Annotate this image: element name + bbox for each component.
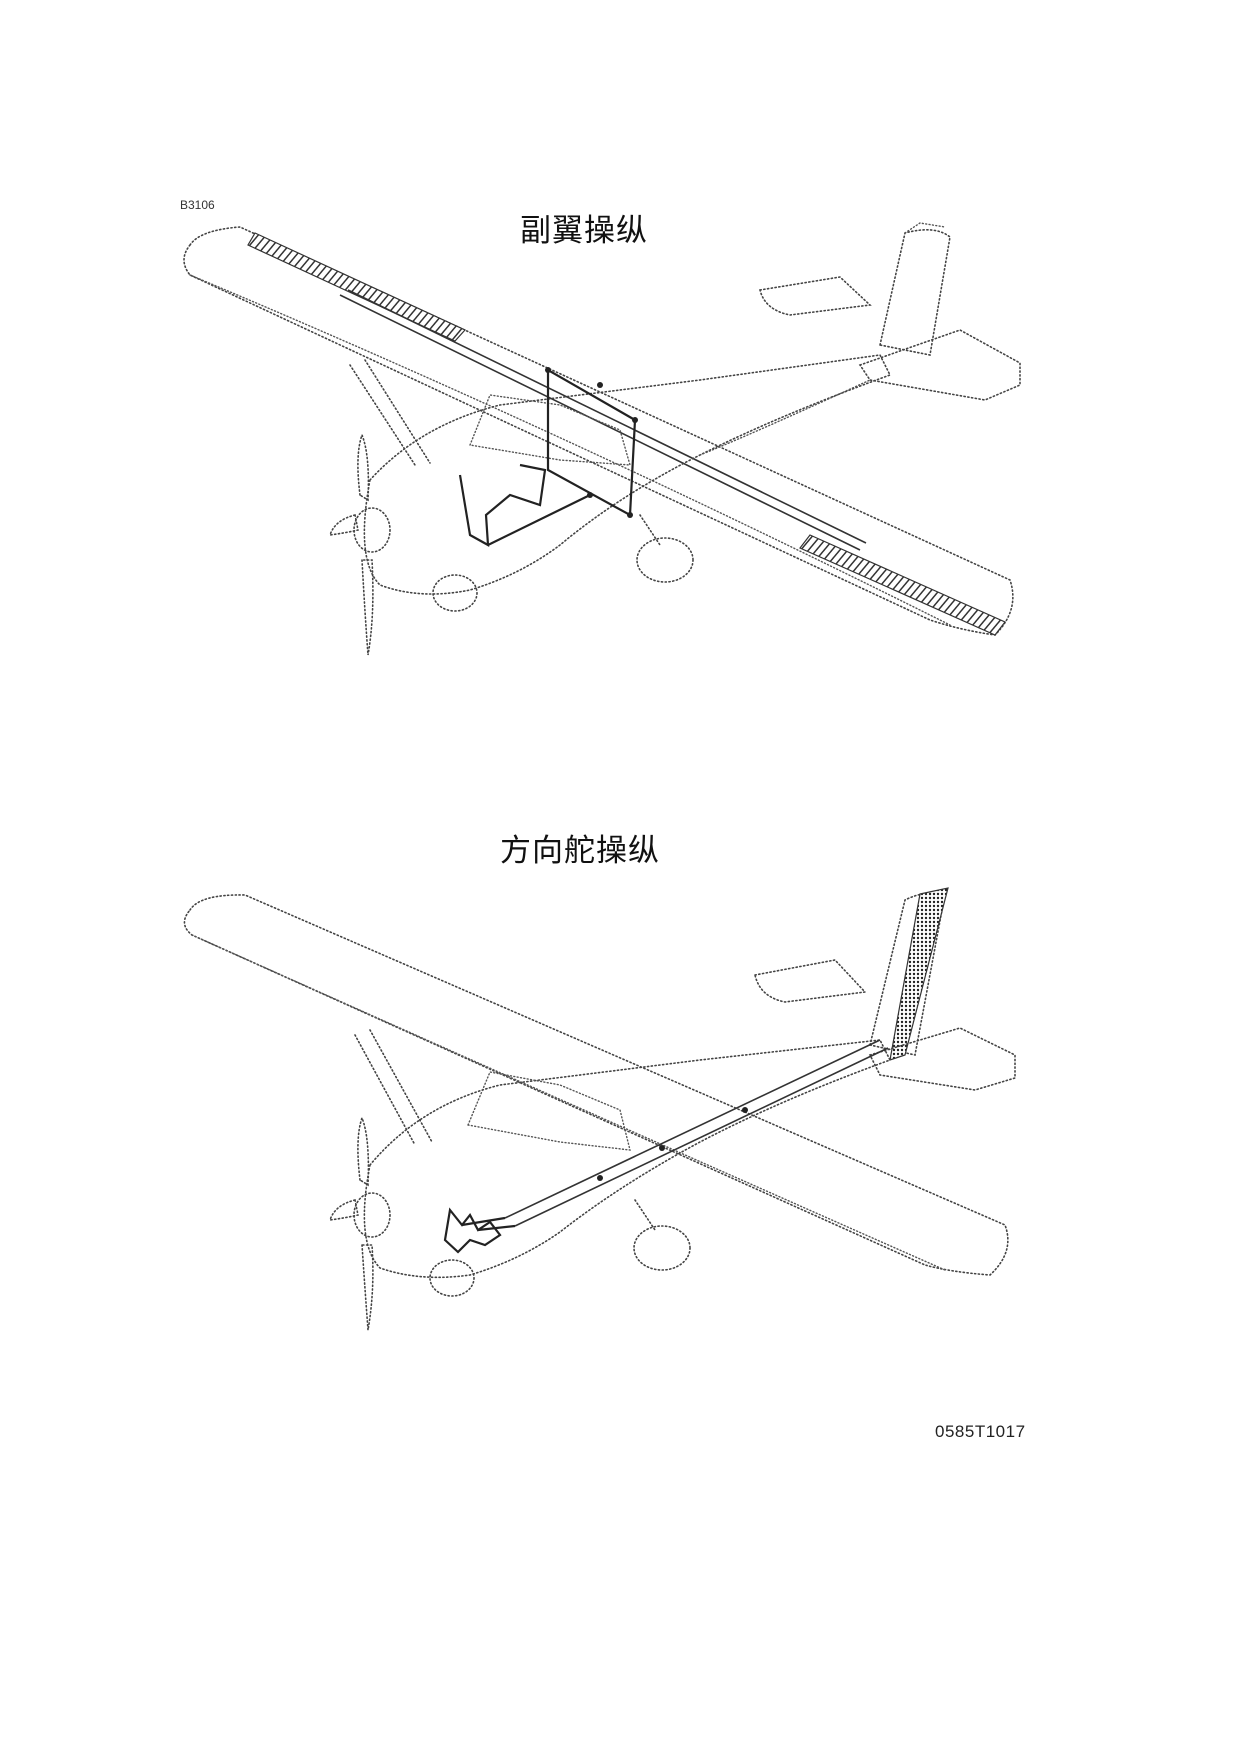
rudder-top — [904, 222, 946, 234]
horizontal-stabilizer-left — [754, 959, 867, 1003]
main-gear-leg — [639, 514, 661, 546]
cable-guide-3 — [597, 1175, 603, 1181]
pivot-1 — [545, 367, 551, 373]
main-gear-leg — [634, 1199, 656, 1231]
propeller-upper — [357, 1115, 370, 1187]
fuselage-belly — [699, 379, 871, 456]
propeller-upper — [357, 432, 370, 502]
rudder-cable — [504, 1039, 881, 1219]
aileron-cable-2 — [347, 289, 867, 544]
wing-strut — [349, 359, 431, 466]
aileron-left — [247, 232, 466, 342]
aileron-cable — [339, 294, 861, 551]
doc-code: B3106 — [180, 198, 215, 212]
pivot-3 — [587, 492, 593, 498]
fuselage — [363, 1039, 892, 1279]
pivot-2 — [632, 417, 638, 423]
nose-wheel — [432, 574, 478, 612]
propeller-left — [328, 514, 359, 536]
rudder-diagram — [183, 887, 1016, 1331]
propeller-lower — [361, 1244, 374, 1331]
wing-outline — [183, 894, 1009, 1276]
cabin-windows — [467, 1071, 631, 1151]
push-rod — [487, 494, 591, 546]
figure-number: 0585T1017 — [935, 1422, 1026, 1441]
control-yoke — [458, 463, 547, 547]
main-wheel — [636, 537, 694, 583]
nose-wheel — [429, 1259, 475, 1297]
wing-strut — [354, 1029, 433, 1146]
spinner — [353, 507, 391, 553]
main-wheel — [633, 1225, 691, 1271]
propeller-lower — [361, 559, 374, 656]
rudder — [889, 887, 949, 1061]
cable-guide-2 — [742, 1107, 748, 1113]
horizontal-stabilizer-left — [759, 276, 872, 316]
horizontal-stabilizer-right — [858, 329, 1021, 401]
aileron-right — [799, 534, 1006, 636]
rudder-pedals — [443, 1207, 502, 1254]
pedal-linkage — [461, 1216, 516, 1232]
wing-leading-edge — [189, 274, 951, 626]
fuselage — [363, 354, 892, 595]
cabin-windows — [469, 394, 631, 466]
pivot-4 — [627, 512, 633, 518]
figure-title-aileron: 副翼操纵 — [520, 213, 648, 249]
vertical-stabilizer — [879, 229, 951, 356]
rudder-cable-2 — [514, 1047, 889, 1227]
aileron-diagram — [183, 222, 1021, 656]
wing-leading-edge — [191, 934, 946, 1271]
propeller-left — [328, 1199, 359, 1221]
horizontal-stabilizer-right — [868, 1027, 1016, 1091]
cable-guide-1 — [659, 1145, 665, 1151]
spinner — [353, 1192, 391, 1238]
pivot-5 — [597, 382, 603, 388]
figure-title-rudder: 方向舵操纵 — [500, 833, 660, 869]
